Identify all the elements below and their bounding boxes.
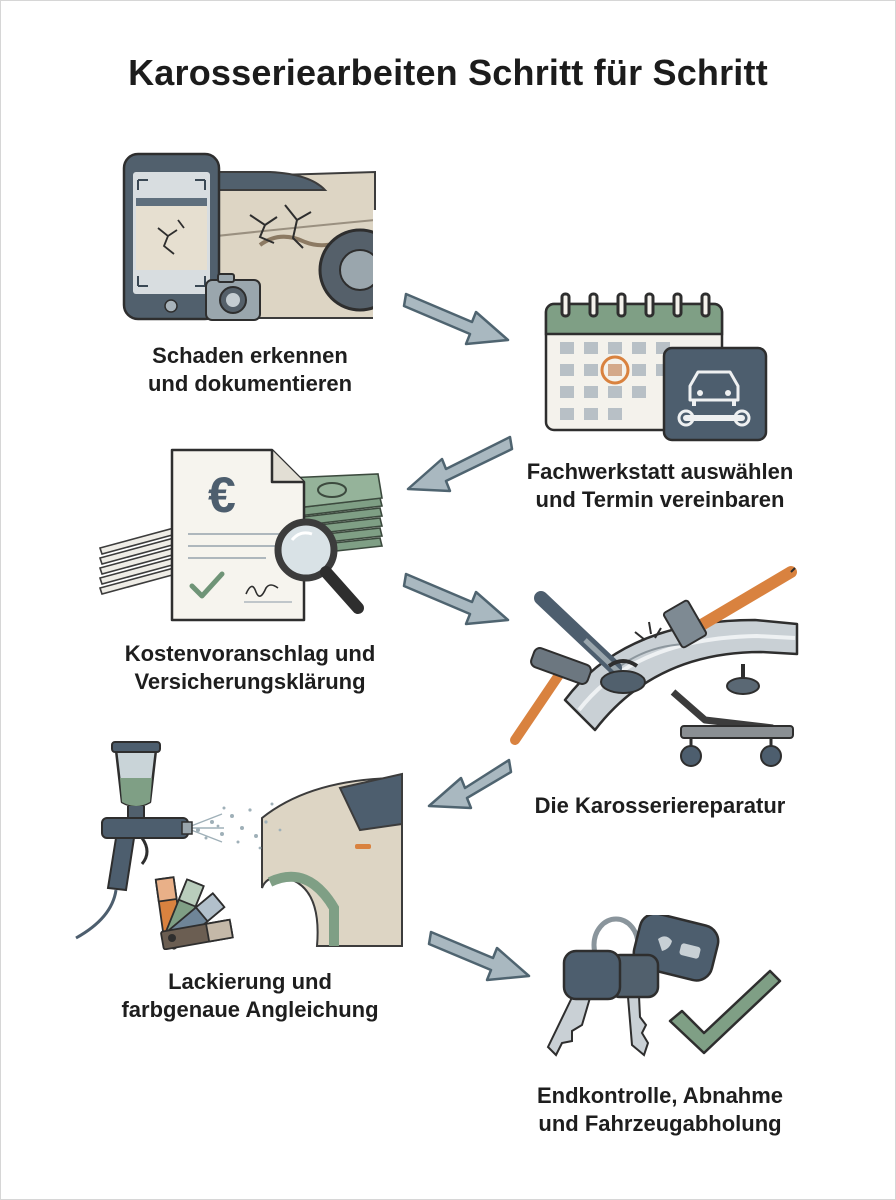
step-6-illustration: [540, 912, 785, 1065]
step-5-line-1: Lackierung und: [168, 969, 332, 994]
estimate-document-magnifier-icon: €: [98, 448, 383, 622]
page-title: Karosseriearbeiten Schritt für Schritt: [128, 52, 768, 93]
step-2-illustration: [540, 290, 772, 442]
step-1-illustration: [120, 150, 402, 325]
step-3-line-1: Kostenvoranschlag und: [124, 641, 376, 666]
step-4-line-1: Die Karosseriereparatur: [534, 793, 786, 818]
step-6-label: Endkontrolle, Abnahme und Fahrzeugabholu…: [510, 1082, 810, 1138]
arrow-step-5-to-6: [427, 930, 531, 982]
step-2-label: Fachwerkstatt auswählen und Termin verei…: [500, 458, 820, 514]
step-3-illustration: €: [96, 448, 388, 624]
calendar-workshop-icon: [544, 292, 768, 442]
arrow-step-3-to-4: [402, 572, 510, 626]
step-5-line-2: farbgenaue Angleichung: [121, 997, 379, 1022]
step-4-illustration: [505, 560, 800, 775]
step-4-label: Die Karosseriereparatur: [510, 792, 810, 820]
step-3-label: Kostenvoranschlag und Versicherungskläru…: [100, 640, 400, 696]
step-5-label: Lackierung und farbgenaue Angleichung: [100, 968, 400, 1024]
step-2-line-1: Fachwerkstatt auswählen: [526, 459, 794, 484]
step-5-illustration: [72, 738, 407, 951]
step-1-line-2: und dokumentieren: [147, 371, 353, 396]
step-6-line-1: Endkontrolle, Abnahme: [536, 1083, 784, 1108]
dent-repair-tools-icon: [510, 566, 799, 767]
arrow-step-4-to-5: [427, 758, 513, 810]
step-2-line-2: und Termin vereinbaren: [535, 487, 785, 512]
arrow-step-2-to-3: [406, 435, 514, 493]
euro-symbol: €: [208, 467, 236, 523]
spray-gun-color-fan-icon: [75, 741, 407, 951]
step-6-line-2: und Fahrzeugabholung: [538, 1111, 782, 1136]
step-3-line-2: Versicherungsklärung: [134, 669, 366, 694]
car-keys-checkmark-icon: [546, 912, 782, 1057]
step-1-line-1: Schaden erkennen: [152, 343, 348, 368]
phone-camera-damaged-car-icon: [122, 152, 402, 325]
step-1-label: Schaden erkennen und dokumentieren: [100, 342, 400, 398]
arrow-step-1-to-2: [402, 292, 510, 346]
